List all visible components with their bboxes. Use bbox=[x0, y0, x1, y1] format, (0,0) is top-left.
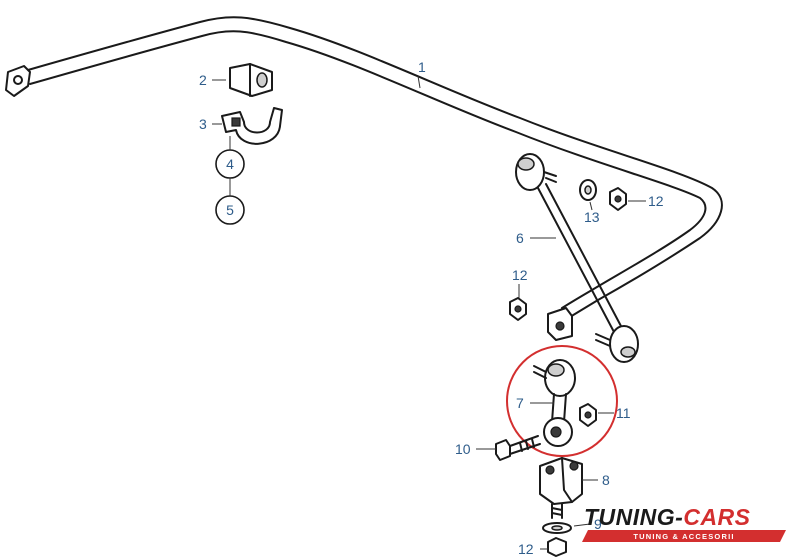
logo-brand-right: CARS bbox=[683, 504, 750, 530]
callout-12-bottom: 12 bbox=[518, 541, 534, 557]
callout-10: 10 bbox=[455, 441, 471, 457]
lower-stud-thread bbox=[595, 333, 611, 347]
bar-outer-edge bbox=[27, 16, 723, 321]
bottom-washer-hole bbox=[551, 525, 563, 531]
link-lower-eye-hole bbox=[550, 426, 562, 438]
link-rod-left-edge bbox=[537, 187, 615, 333]
mount-bracket-hole-right bbox=[569, 461, 579, 471]
link-rod-right-edge bbox=[545, 183, 623, 329]
logo-tagline: TUNING & ACCESORII bbox=[633, 532, 734, 541]
stabilizer-link-part bbox=[533, 359, 576, 447]
clamp-part bbox=[221, 107, 283, 145]
bolt-part bbox=[495, 435, 541, 461]
tuning-cars-logo: TUNING-CARS TUNING & ACCESORII bbox=[582, 504, 786, 542]
callout-7: 7 bbox=[516, 395, 524, 411]
link-upper-eye-top bbox=[547, 363, 565, 377]
mount-bracket-fold bbox=[561, 457, 573, 503]
leader-13 bbox=[589, 201, 593, 211]
nut-eleven-hole bbox=[584, 411, 592, 419]
logo-brand-left: TUNING- bbox=[584, 504, 683, 530]
bolt-shank bbox=[509, 435, 541, 455]
clamp-bolt-hole bbox=[231, 117, 241, 127]
mount-stud-thread bbox=[551, 507, 563, 516]
svg-text:TUNING-CARS: TUNING-CARS bbox=[584, 504, 751, 530]
bushing-bore bbox=[256, 72, 268, 88]
callout-3: 3 bbox=[199, 116, 207, 132]
bushing-part bbox=[229, 63, 273, 97]
nut-middle-hole bbox=[514, 305, 522, 313]
mount-bracket-hole-left bbox=[545, 465, 555, 475]
highlight-circle bbox=[506, 345, 618, 457]
leader-9 bbox=[573, 523, 591, 527]
clamp-body bbox=[221, 107, 283, 145]
callout-5: 5 bbox=[226, 202, 234, 218]
logo-tagline-bar bbox=[582, 530, 786, 542]
anti-roll-bar bbox=[5, 16, 723, 321]
bar-inner-edge bbox=[29, 30, 707, 309]
mounting-bracket-part bbox=[539, 457, 583, 519]
bar-end-hole bbox=[13, 75, 23, 85]
bar-bracket-hole bbox=[555, 321, 565, 331]
lower-bushing-bottom bbox=[620, 346, 636, 358]
link-shaft-right bbox=[563, 393, 567, 423]
callout-12-upper: 12 bbox=[648, 193, 664, 209]
callout-2: 2 bbox=[199, 72, 207, 88]
callout-13: 13 bbox=[584, 209, 600, 225]
washer-hole bbox=[584, 185, 592, 195]
link-upper-stud bbox=[533, 365, 547, 379]
nut-upper-hole bbox=[614, 195, 622, 203]
callout-11: 11 bbox=[616, 405, 631, 421]
callout-1: 1 bbox=[418, 59, 426, 75]
mount-stud bbox=[551, 503, 563, 519]
callout-6: 6 bbox=[516, 230, 524, 246]
bolt-thread bbox=[519, 438, 535, 452]
upper-bushing-top bbox=[517, 157, 535, 171]
callout-4: 4 bbox=[226, 156, 234, 172]
callout-8: 8 bbox=[602, 472, 610, 488]
callout-12-middle: 12 bbox=[512, 267, 528, 283]
link-rod-part bbox=[515, 153, 639, 363]
bottom-nut bbox=[547, 537, 567, 557]
bolt-head bbox=[495, 439, 511, 461]
link-shaft-left bbox=[551, 393, 555, 423]
leader-1 bbox=[417, 75, 421, 89]
upper-stud-thread bbox=[543, 171, 557, 183]
callout-9: 9 bbox=[594, 516, 602, 532]
